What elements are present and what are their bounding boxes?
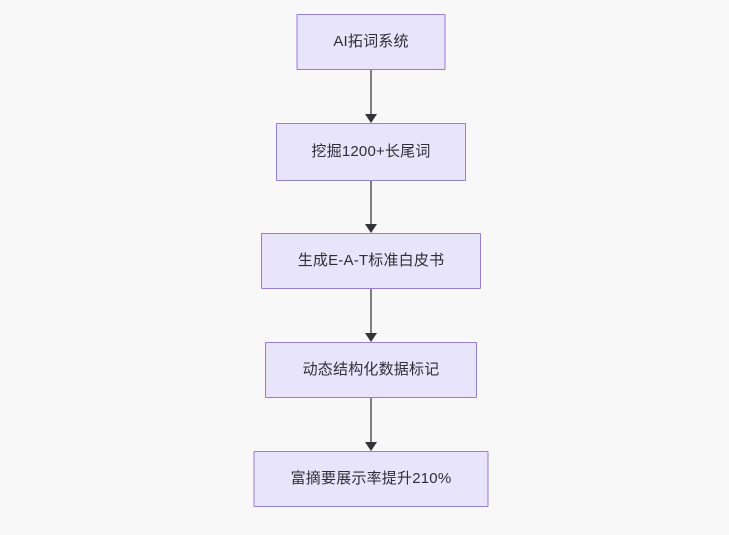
flow-node-rich-snippet-rate-increase[interactable]: 富摘要展示率提升210% <box>253 451 489 507</box>
arrowhead-icon <box>365 224 377 233</box>
flow-edge-4-to-5 <box>364 398 378 451</box>
edge-line <box>370 398 372 443</box>
flow-edge-1-to-2 <box>364 70 378 123</box>
flow-node-label: AI拓词系统 <box>333 33 409 50</box>
arrowhead-icon <box>365 442 377 451</box>
arrowhead-icon <box>365 114 377 123</box>
flow-node-label: 挖掘1200+长尾词 <box>311 143 431 160</box>
flow-node-generate-eat-whitepaper[interactable]: 生成E-A-T标准白皮书 <box>261 233 481 289</box>
flow-node-ai-keyword-system[interactable]: AI拓词系统 <box>296 14 446 70</box>
edge-line <box>370 70 372 115</box>
flow-node-label: 生成E-A-T标准白皮书 <box>297 252 445 269</box>
flow-node-mine-longtail-keywords[interactable]: 挖掘1200+长尾词 <box>276 123 466 181</box>
flow-edge-3-to-4 <box>364 289 378 342</box>
edge-line <box>370 181 372 225</box>
flow-edge-2-to-3 <box>364 181 378 233</box>
flow-node-label: 富摘要展示率提升210% <box>290 470 452 487</box>
arrowhead-icon <box>365 333 377 342</box>
edge-line <box>370 289 372 334</box>
flow-node-dynamic-structured-data-markup[interactable]: 动态结构化数据标记 <box>265 342 477 398</box>
flow-node-label: 动态结构化数据标记 <box>302 361 440 378</box>
